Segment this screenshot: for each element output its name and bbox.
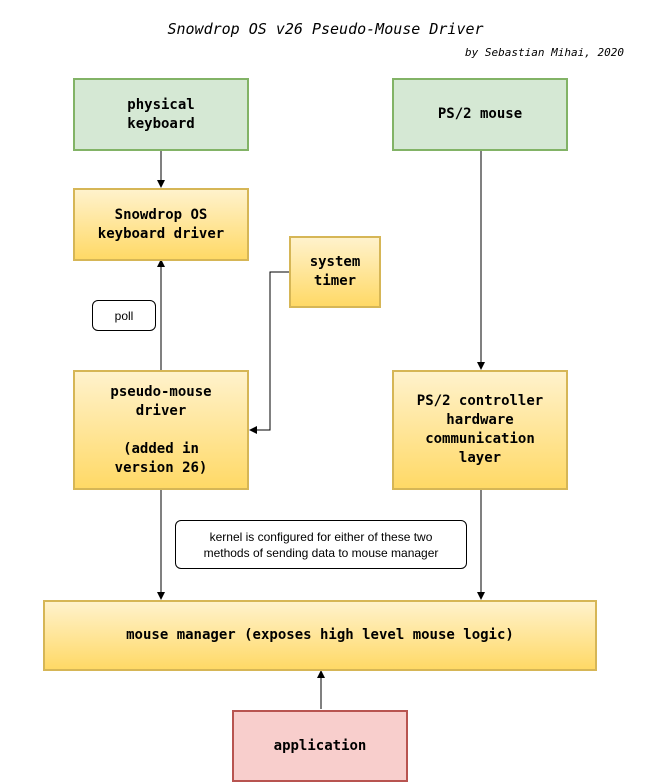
application-node: application: [232, 710, 408, 782]
diagram-title: Snowdrop OS v26 Pseudo-Mouse Driver: [167, 20, 484, 38]
system-timer-node: system timer: [289, 236, 381, 308]
mouse-manager-node: mouse manager (exposes high level mouse …: [43, 600, 597, 671]
kernel-config-note: kernel is configured for either of these…: [175, 520, 467, 569]
keyboard-driver-node: Snowdrop OS keyboard driver: [73, 188, 249, 261]
diagram-subtitle: by Sebastian Mihai, 2020: [465, 46, 624, 59]
physical-keyboard-node: physical keyboard: [73, 78, 249, 151]
arrow-timer-to-pseudo-mouse: [249, 271, 289, 434]
ps2-controller-node: PS/2 controller hardware communication l…: [392, 370, 568, 490]
ps2-mouse-node: PS/2 mouse: [392, 78, 568, 151]
pseudo-mouse-driver-node: pseudo-mouse driver (added in version 26…: [73, 370, 249, 490]
poll-label: poll: [92, 300, 156, 331]
